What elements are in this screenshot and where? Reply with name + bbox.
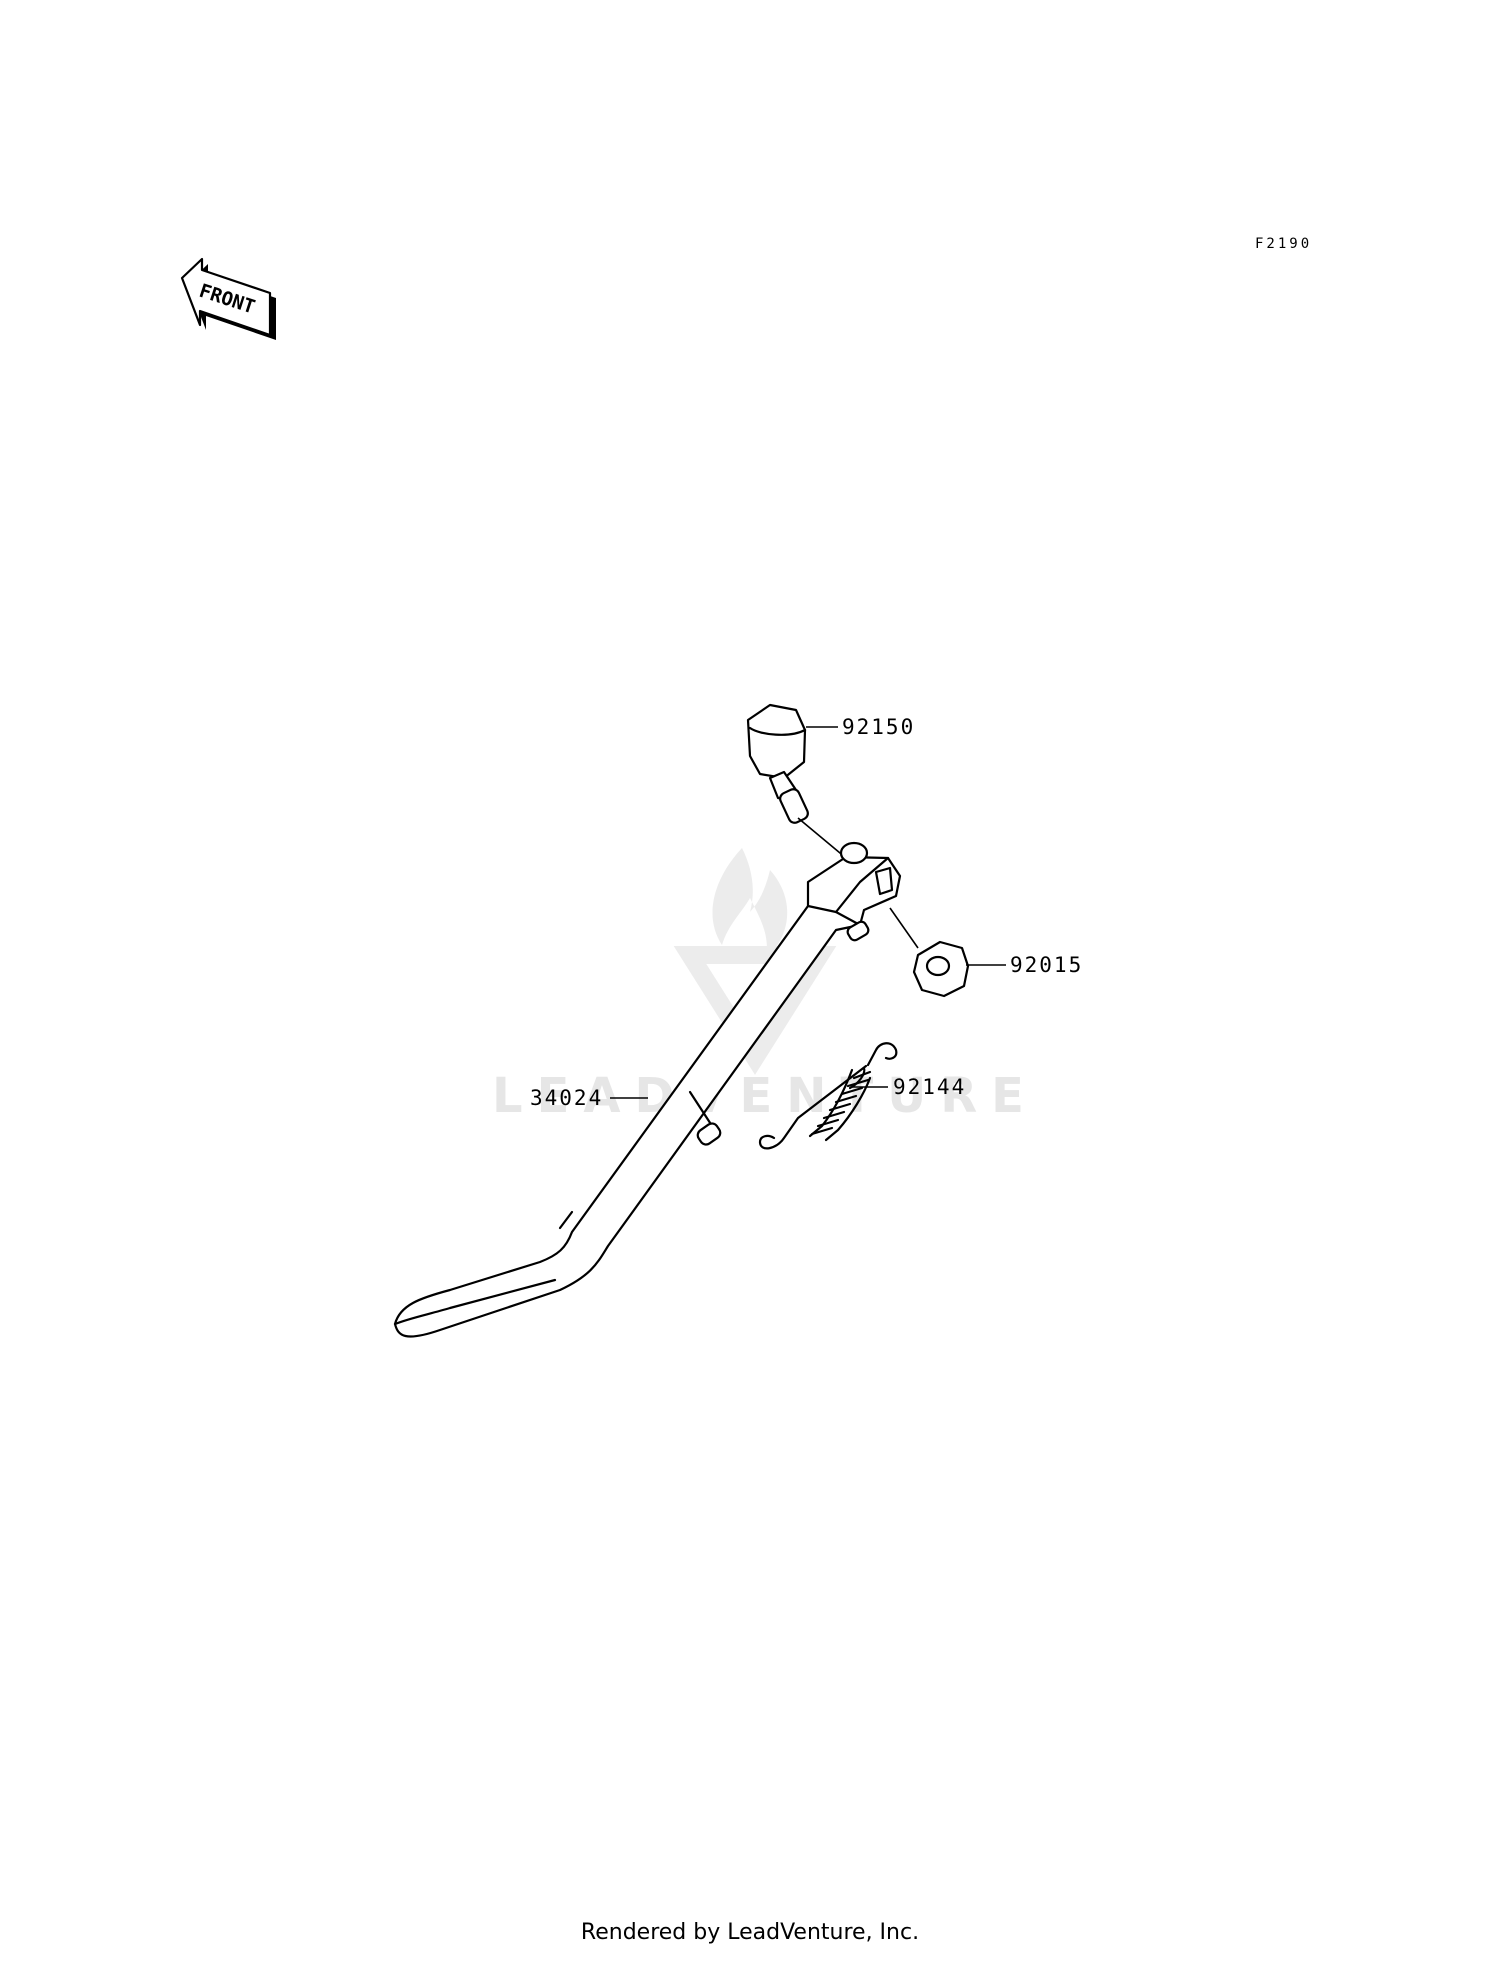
footer-credit: Rendered by LeadVenture, Inc.: [580, 1920, 920, 1945]
part-label-34024: 34024: [530, 1086, 603, 1110]
assembly-line-nut: [889, 907, 919, 949]
part-label-92144: 92144: [893, 1075, 966, 1099]
part-label-92015: 92015: [1010, 953, 1083, 977]
side-stand-34024: [393, 841, 902, 1338]
leadventure-watermark: LEADVENTURE: [492, 848, 1038, 1124]
spring-92144: [758, 1042, 898, 1150]
diagram-code: F2190: [1255, 236, 1312, 252]
bolt-92150: [746, 703, 809, 824]
front-arrow-icon: FRONT: [180, 257, 276, 340]
nut-92015: [912, 940, 970, 998]
part-label-92150: 92150: [842, 715, 915, 739]
watermark-text: LEADVENTURE: [492, 1068, 1038, 1124]
assembly-line-bolt: [797, 817, 847, 859]
